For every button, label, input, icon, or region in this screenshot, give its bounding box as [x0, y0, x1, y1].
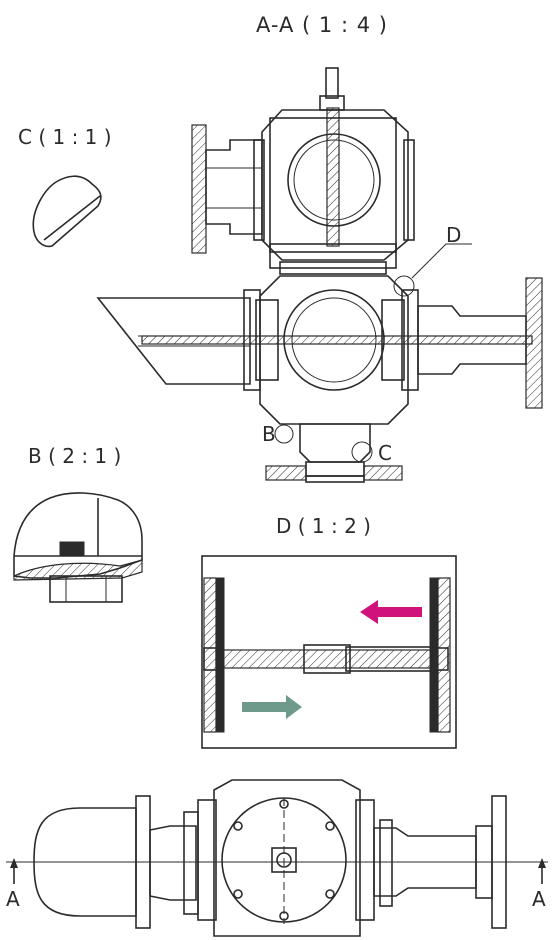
detail-b-view: [13, 492, 143, 603]
callout-c: C: [378, 441, 392, 465]
detail-c-view: [32, 175, 102, 248]
section-mark-a-left: A: [6, 887, 20, 911]
section-aa-view: [96, 67, 543, 483]
section-mark-a-right: A: [532, 887, 546, 911]
detail-b-title: B ( 2 : 1 ): [28, 444, 121, 468]
detail-c-title: C ( 1 : 1 ): [18, 125, 112, 149]
arrow-teal-right: [242, 695, 302, 719]
exterior-view: [6, 779, 548, 937]
arrow-magenta-left: [360, 600, 422, 624]
callout-b: B: [262, 422, 276, 446]
callout-d: D: [446, 223, 461, 247]
detail-d-view: [201, 555, 457, 749]
detail-d-title: D ( 1 : 2 ): [276, 514, 371, 538]
section-aa-title: A-A ( 1 : 4 ): [256, 13, 388, 37]
